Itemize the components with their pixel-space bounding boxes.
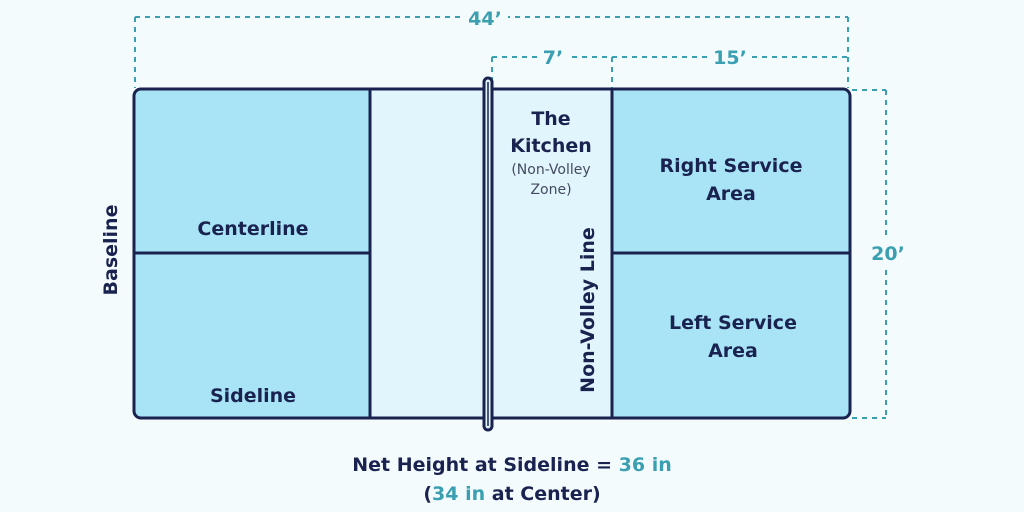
centerline-label: Centerline [197,218,308,240]
length-label-bg [462,5,508,29]
width-label: 20’ [871,243,905,265]
service-depth-label-bg [708,45,752,69]
width-label-bg [866,240,908,268]
length-label: 44’ [468,8,502,30]
left-service-label-line1: Left Service [669,312,797,334]
non-volley-line-label: Non-Volley Line [577,227,599,393]
net-height-center-caption: (34 in at Center) [0,483,1024,505]
right-service-label-line2: Area [706,183,756,205]
service-depth-label: 15’ [713,47,747,69]
right-service-label-line1: Right Service [660,155,803,177]
baseline-label: Baseline [100,205,122,296]
net-height-center-suffix: at Center) [485,483,601,505]
kitchen-subtitle-line2: Zone) [530,182,571,198]
net-height-center-open-paren: ( [423,483,433,505]
kitchen-subtitle-line1: (Non-Volley [511,162,590,178]
net [482,76,494,432]
right-kitchen-zone [490,90,612,417]
kitchen-title-line2: Kitchen [510,135,592,157]
net-height-center-value: 34 in [432,483,486,505]
left-kitchen-zone [370,90,488,417]
left-service-label-line2: Area [708,340,758,362]
net-height-sideline-value: 36 in [618,454,672,476]
net-height-sideline-caption: Net Height at Sideline = 36 in [0,454,1024,476]
kitchen-title-line1: The [531,108,570,130]
kitchen-depth-label-bg [538,45,568,69]
sideline-label: Sideline [210,385,296,407]
net-height-sideline-prefix: Net Height at Sideline = [352,454,619,476]
kitchen-depth-label: 7’ [543,47,563,69]
